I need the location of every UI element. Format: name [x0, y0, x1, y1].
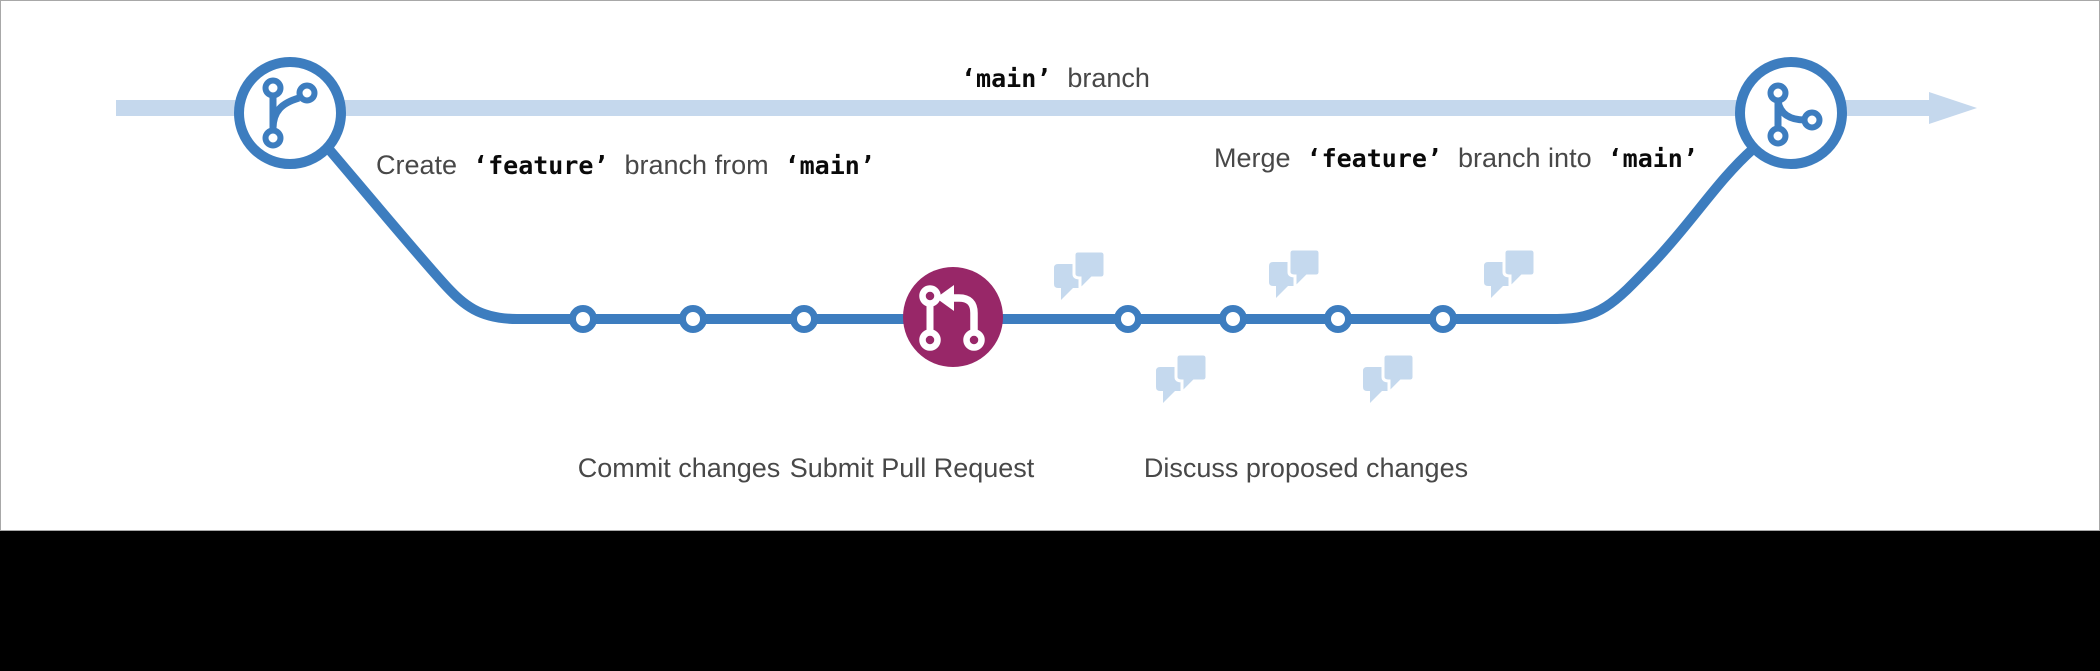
commit-dot — [1114, 305, 1142, 333]
speech-bubbles-icon — [1363, 354, 1415, 405]
letterbox-bar — [0, 531, 2100, 671]
submit-pull-request-label: Submit Pull Request — [789, 453, 1035, 483]
feature-code-text: ‘feature’ — [1306, 144, 1442, 173]
merge-word: Merge — [1214, 143, 1291, 173]
commit-dot — [790, 305, 818, 333]
discuss-changes-label: Discuss proposed changes — [1143, 453, 1469, 483]
main-code-text: ‘main’ — [1607, 144, 1698, 173]
commit-dot — [569, 305, 597, 333]
pull-request-icon — [903, 267, 1003, 367]
commit-dot — [1219, 305, 1247, 333]
commit-dot — [1429, 305, 1457, 333]
main-branch-word: branch — [1067, 63, 1150, 93]
commit-dot — [679, 305, 707, 333]
branch-from-words: branch from — [624, 150, 769, 180]
main-branch-line — [116, 100, 1933, 116]
main-code-text: ‘main’ — [961, 64, 1052, 93]
branch-into-words: branch into — [1458, 143, 1592, 173]
main-branch-label: ‘main’ branch — [961, 63, 1150, 94]
feature-code-text: ‘feature’ — [473, 151, 609, 180]
commit-changes-label: Commit changes — [577, 453, 781, 483]
git-branch-icon — [234, 57, 346, 169]
diagram-canvas: ‘main’ branch Create ‘feature’ branch fr… — [0, 0, 2100, 531]
commit-dots — [569, 305, 1457, 333]
main-branch-arrowhead — [1929, 92, 1977, 124]
speech-bubbles-icon — [1054, 251, 1106, 302]
merge-branch-label: Merge ‘feature’ branch into ‘main’ — [1214, 143, 1698, 174]
create-branch-label: Create ‘feature’ branch from ‘main’ — [376, 150, 875, 181]
commit-dot — [1324, 305, 1352, 333]
feature-branch-path — [322, 142, 1758, 324]
git-merge-icon — [1735, 57, 1847, 169]
main-code-text: ‘main’ — [784, 151, 875, 180]
speech-bubbles-icon — [1484, 249, 1536, 300]
speech-bubbles-icon — [1156, 354, 1208, 405]
speech-bubbles-icon — [1269, 249, 1321, 300]
create-word: Create — [376, 150, 458, 180]
github-flow-diagram — [116, 57, 1977, 405]
